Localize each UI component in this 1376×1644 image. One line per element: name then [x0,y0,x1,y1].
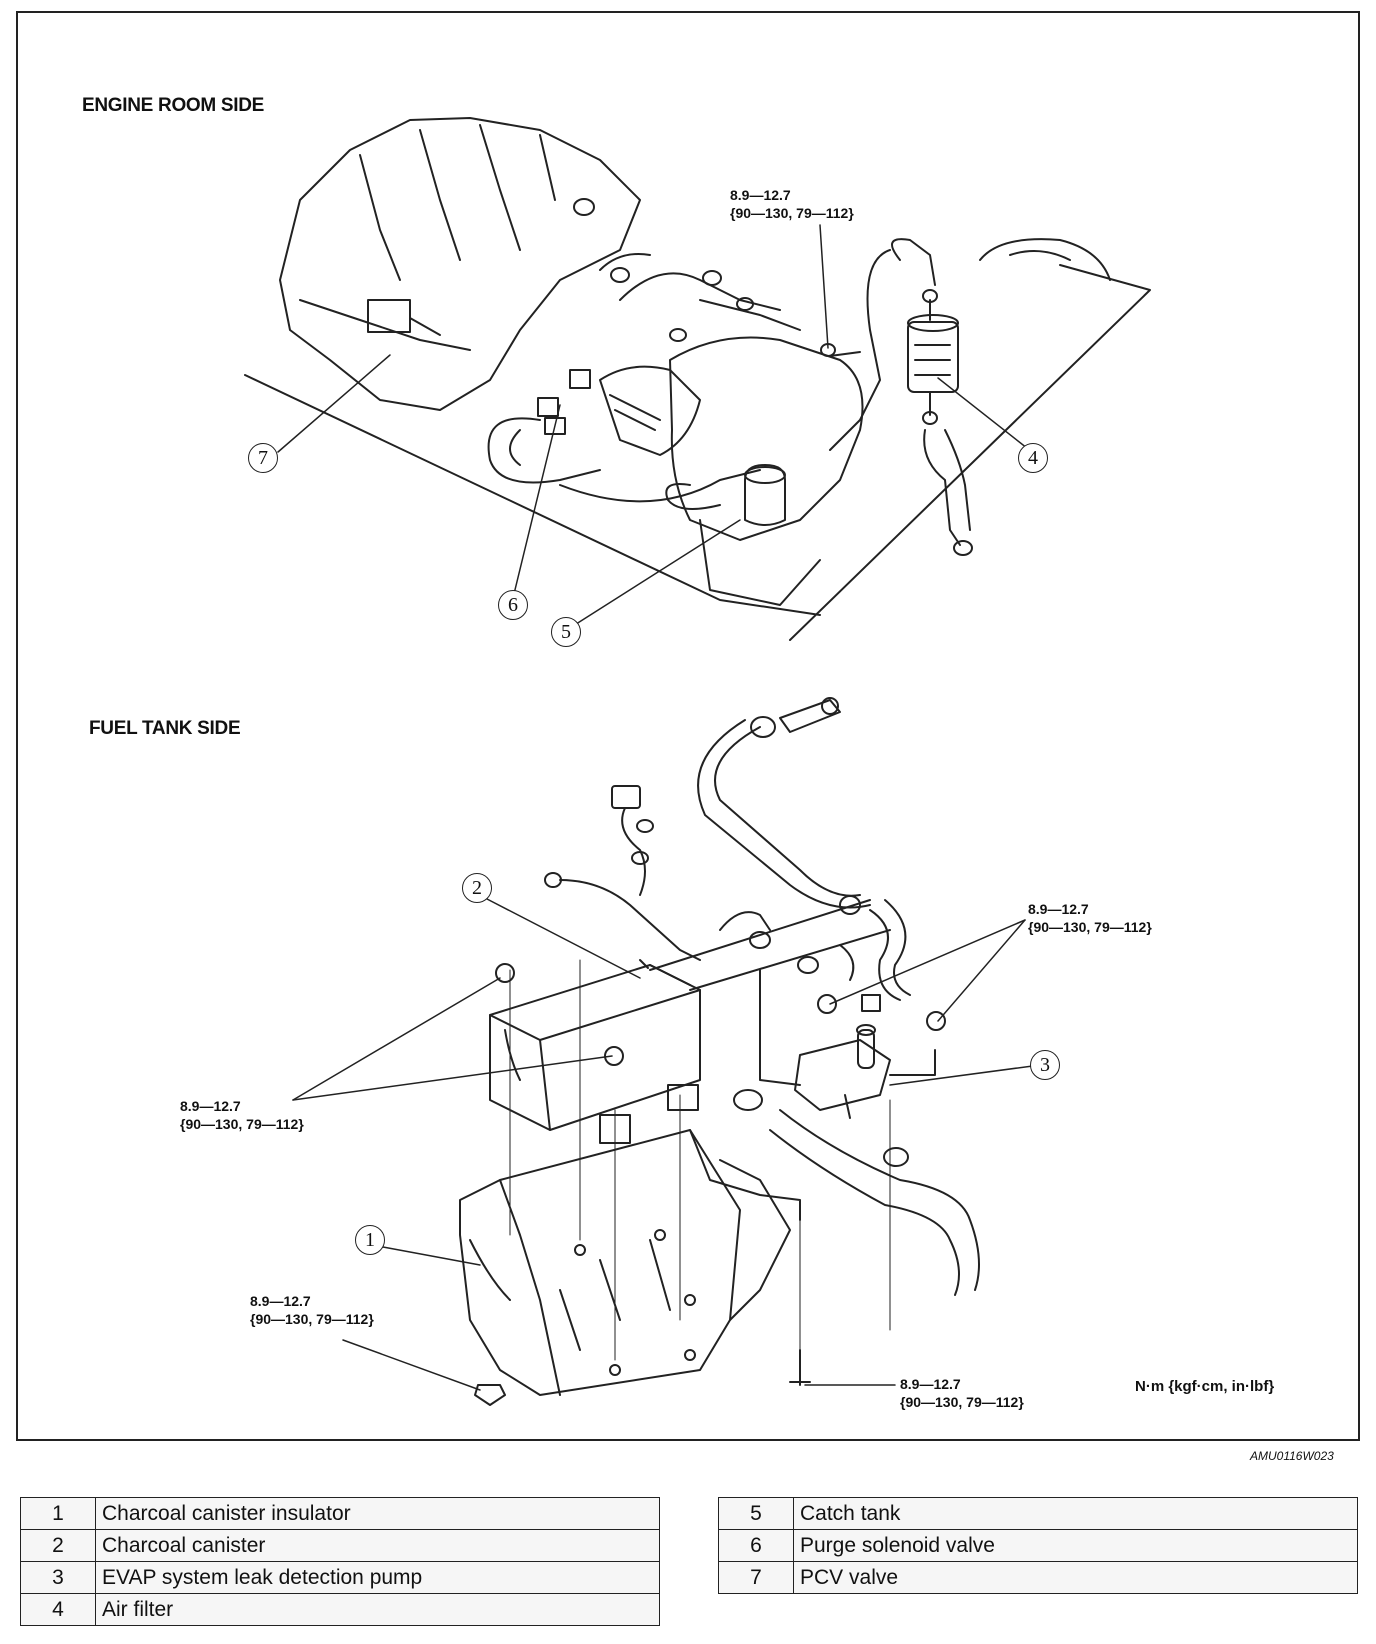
callout-7: 7 [248,443,278,473]
torque-spec-engine: 8.9—12.7 {90—130, 79—112} [730,186,854,222]
legend-num: 6 [718,1529,794,1562]
callout-5: 5 [551,617,581,647]
callout-2: 2 [462,873,492,903]
torque-range: 8.9—12.7 [180,1098,241,1114]
engine-room-side-title: ENGINE ROOM SIDE [82,95,265,116]
torque-spec-pump: 8.9—12.7 {90—130, 79—112} [1028,900,1152,936]
figure-id: AMU0116W023 [1250,1449,1334,1463]
legend-label: Purge solenoid valve [793,1529,1358,1562]
torque-range-alt: {90—130, 79—112} [900,1394,1024,1410]
legend-label: Air filter [95,1593,660,1626]
torque-range-alt: {90—130, 79—112} [250,1311,374,1327]
legend-num: 4 [20,1593,96,1626]
legend-num: 5 [718,1497,794,1530]
legend-label: Catch tank [793,1497,1358,1530]
torque-range: 8.9—12.7 [730,187,791,203]
torque-range: 8.9—12.7 [1028,901,1089,917]
torque-units-label: N·m {kgf·cm, in·lbf} [1135,1378,1275,1395]
diagram-frame [16,11,1360,1441]
legend-num: 7 [718,1561,794,1594]
torque-spec-canister: 8.9—12.7 {90—130, 79—112} [180,1097,304,1133]
torque-range-alt: {90—130, 79—112} [180,1116,304,1132]
legend-label: Charcoal canister insulator [95,1497,660,1530]
callout-6: 6 [498,590,528,620]
callout-1: 1 [355,1225,385,1255]
legend-num: 2 [20,1529,96,1562]
legend-label: PCV valve [793,1561,1358,1594]
fuel-tank-drawing [459,697,980,1406]
callout-4: 4 [1018,443,1048,473]
torque-range-alt: {90—130, 79—112} [1028,919,1152,935]
torque-spec-insulator-bolt: 8.9—12.7 {90—130, 79—112} [900,1375,1024,1411]
engine-leader-lines [277,224,1033,627]
legend-num: 3 [20,1561,96,1594]
legend-label: EVAP system leak detection pump [95,1561,660,1594]
fuel-tank-side-title: FUEL TANK SIDE [89,718,241,739]
torque-range: 8.9—12.7 [900,1376,961,1392]
fuel-leader-lines [292,898,1041,1391]
legend-num: 1 [20,1497,96,1530]
torque-range: 8.9—12.7 [250,1293,311,1309]
engine-room-drawing [244,117,1151,641]
torque-spec-insulator-nut: 8.9—12.7 {90—130, 79—112} [250,1292,374,1328]
callout-3: 3 [1030,1050,1060,1080]
legend-label: Charcoal canister [95,1529,660,1562]
torque-range-alt: {90—130, 79—112} [730,205,854,221]
